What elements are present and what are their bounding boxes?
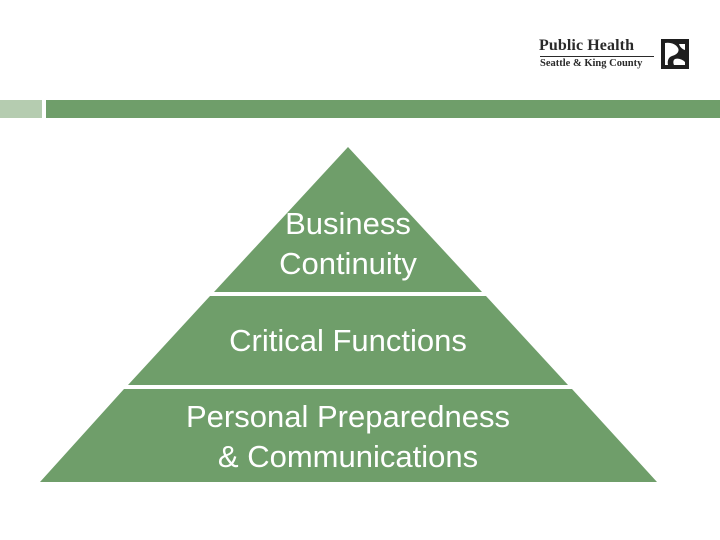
tier-label-business-continuity: Business Continuity — [279, 204, 417, 284]
pyramid-tier-bottom — [40, 389, 657, 482]
tier-bottom-line1: Personal Preparedness — [186, 399, 510, 434]
header-band — [46, 100, 720, 118]
logo-subtitle: Seattle & King County — [540, 58, 643, 69]
public-health-logo: Public Health Seattle & King County — [539, 36, 695, 76]
logo-emblem-icon — [661, 39, 689, 69]
logo-divider — [540, 56, 654, 57]
logo-title: Public Health — [539, 37, 635, 54]
header-band-accent — [0, 100, 42, 118]
tier-label-critical-functions: Critical Functions — [229, 321, 467, 361]
pyramid-tier-top — [214, 147, 482, 292]
tier-label-personal-preparedness: Personal Preparedness & Communications — [186, 397, 510, 477]
tier-middle-line1: Critical Functions — [229, 323, 467, 358]
tier-top-line1: Business — [285, 206, 411, 241]
tier-bottom-line2: & Communications — [217, 439, 479, 474]
pyramid-tier-middle — [128, 296, 568, 385]
tier-top-line2: Continuity — [279, 246, 417, 281]
